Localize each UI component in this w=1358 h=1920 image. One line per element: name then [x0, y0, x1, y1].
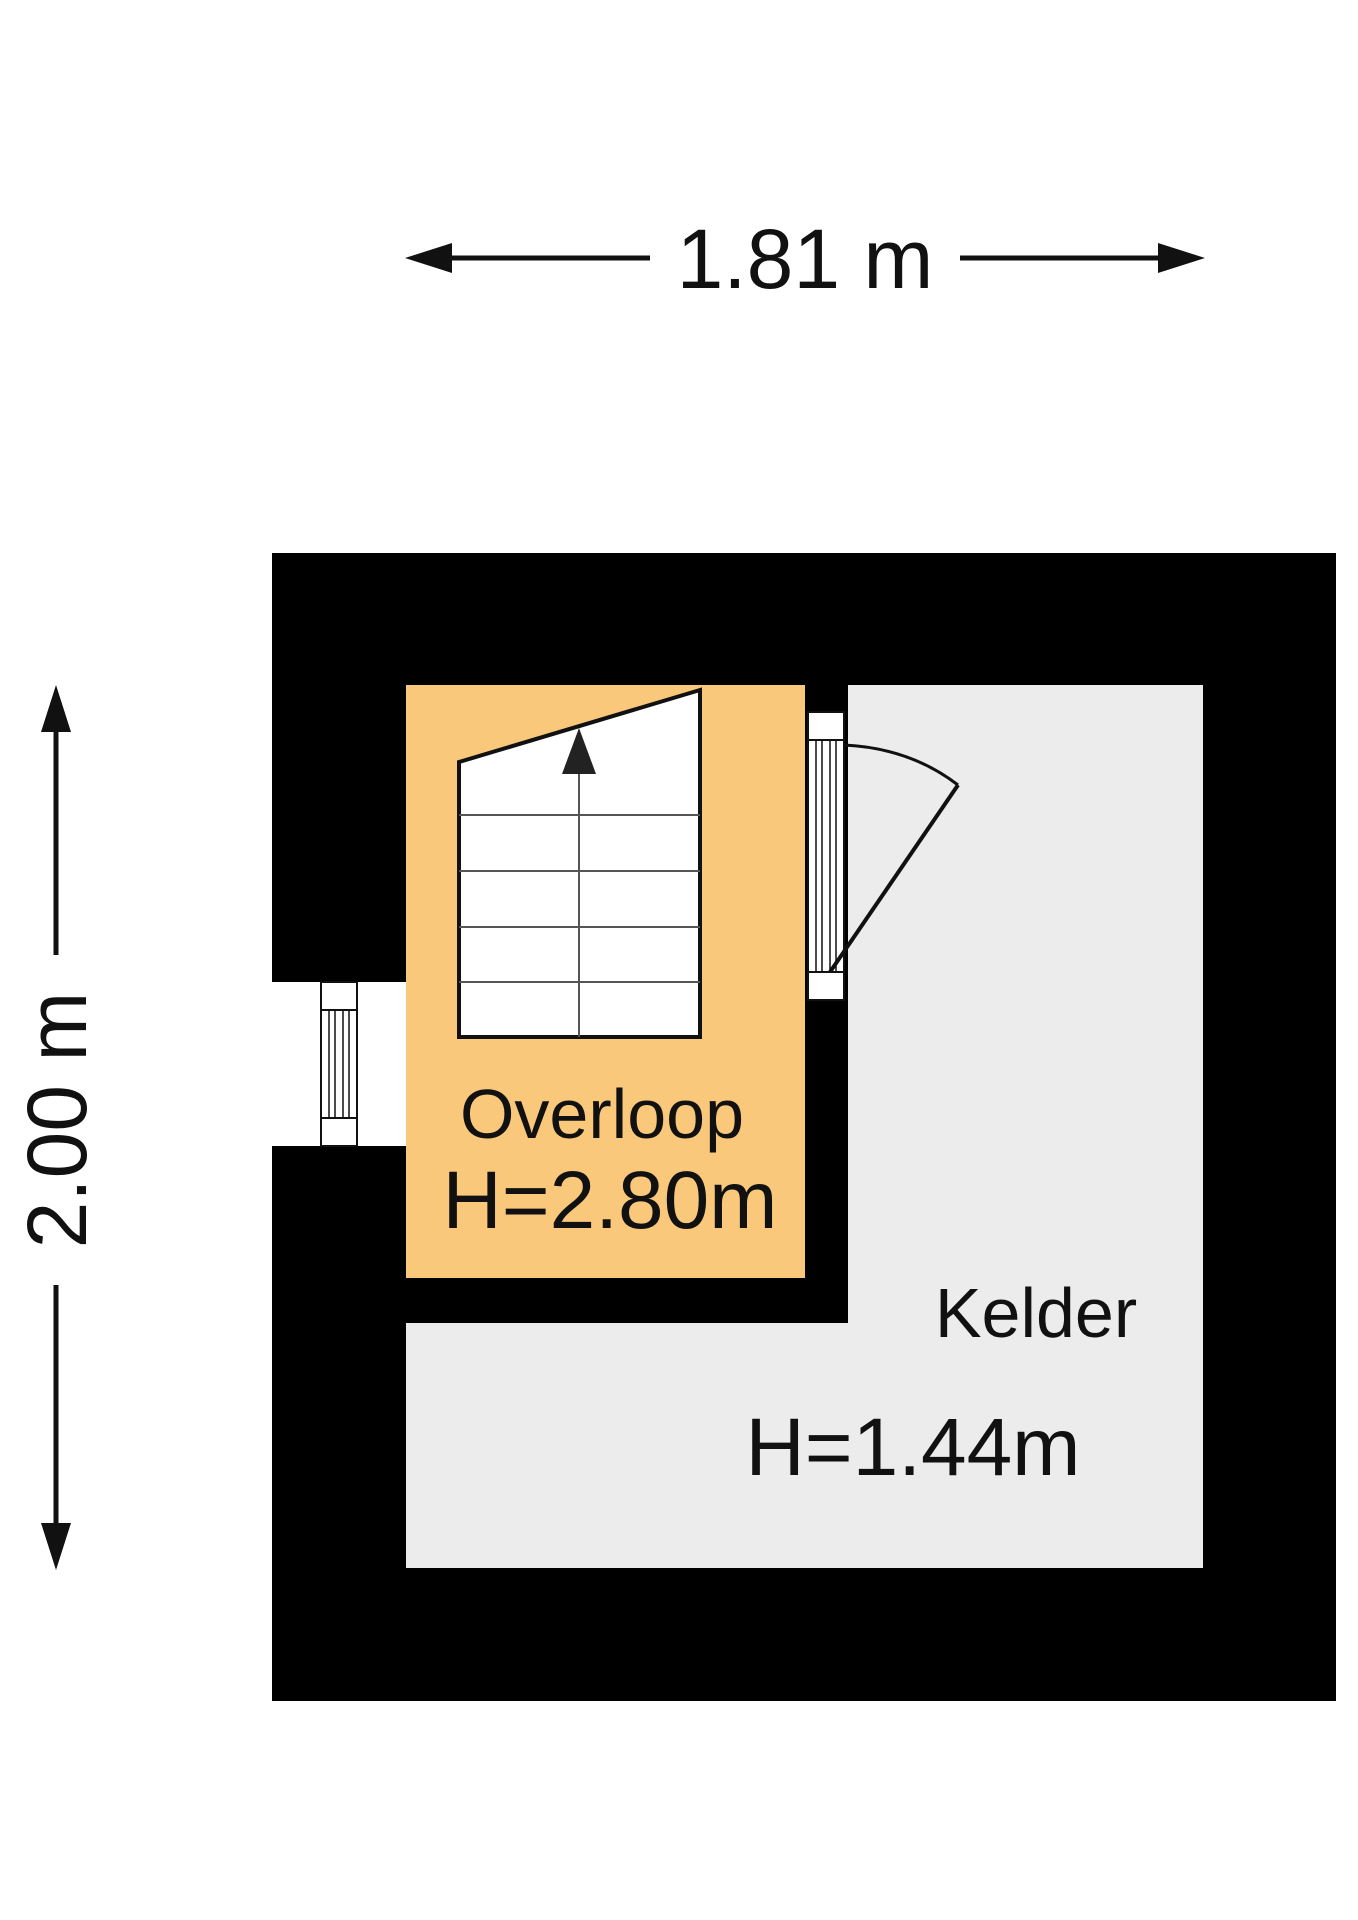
door-swing-arc: [843, 743, 959, 787]
staircase: [457, 687, 702, 1039]
kelder-name: Kelder: [935, 1274, 1137, 1352]
width-dimension-label: 1.81 m: [677, 212, 934, 306]
overloop-height: H=2.80m: [442, 1155, 777, 1246]
overloop-name: Overloop: [460, 1075, 744, 1153]
width-dimension: 1.81 m: [405, 212, 1205, 306]
height-dimension-label: 2.00 m: [10, 992, 104, 1249]
door-leaf: [828, 783, 960, 974]
kelder-height: H=1.44m: [745, 1402, 1080, 1493]
inner-door: [807, 711, 960, 1001]
left-door-frame: [320, 981, 358, 1147]
height-dimension: 2.00 m: [10, 685, 104, 1570]
kelder-room: [406, 685, 1203, 1568]
stair-direction-arrow: [562, 728, 596, 774]
